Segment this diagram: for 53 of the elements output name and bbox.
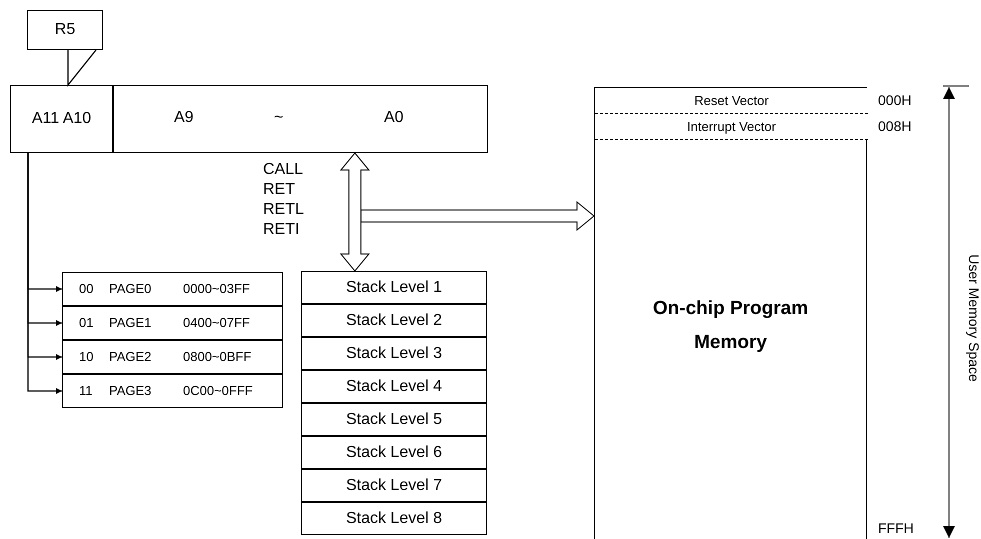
address-label: 008H [878, 118, 912, 134]
page-field-text: 10 [79, 349, 94, 365]
address-label: FFFH [878, 520, 914, 536]
page-field-text: 0C00~0FFF [183, 383, 253, 399]
stack-level-text: Stack Level 5 [344, 410, 444, 430]
register-bit-label: A11 A10 [30, 109, 92, 129]
register-cell [113, 85, 488, 153]
register-bit-label: A0 [384, 108, 404, 128]
stack-level-text: Stack Level 2 [344, 310, 444, 330]
stack-level-box [301, 304, 487, 337]
stack-level-text: Stack Level 7 [344, 476, 444, 496]
stack-level-text: Stack Level 3 [344, 344, 444, 364]
register-bit-label: A9 [174, 108, 194, 128]
stack-level-box [301, 436, 487, 469]
page-field-text: 0000~03FF [183, 281, 250, 297]
page-field-text: PAGE0 [109, 281, 152, 297]
hollow-arrow [360, 200, 595, 232]
stack-level-box [301, 403, 487, 436]
callout-box [27, 10, 103, 50]
page-field-text: 0800~0BFF [183, 349, 252, 365]
stack-level-text: Stack Level 6 [344, 442, 444, 462]
address-label: 000H [878, 92, 912, 108]
stack-level-box [301, 370, 487, 403]
stack-level-text: Stack Level 4 [344, 376, 444, 396]
vector-row [595, 88, 868, 114]
page-field-text: 0400~07FF [183, 315, 250, 331]
page-field-text: 01 [79, 315, 94, 331]
page-row [62, 272, 283, 306]
register-bit-label: ~ [274, 108, 284, 128]
page-field-text: 00 [79, 281, 94, 297]
page-field-text: PAGE2 [109, 349, 152, 365]
page-row [62, 374, 283, 408]
page-field-text: PAGE1 [109, 315, 152, 331]
register-cell [10, 85, 113, 153]
axis-label: User Memory Space [965, 253, 981, 383]
page-row [62, 306, 283, 340]
stack-level-box [301, 469, 487, 502]
stack-level-box [301, 271, 487, 304]
page-row [62, 340, 283, 374]
callout-pointer [67, 50, 96, 87]
memory-block [594, 87, 867, 539]
page-field-text: 11 [79, 383, 92, 399]
memory-title: On-chip Program Memory [652, 297, 810, 355]
register-name: R5 [54, 20, 76, 40]
stack-level-box [301, 337, 487, 370]
vector-name: Interrupt Vector [686, 118, 777, 136]
vector-row [595, 114, 868, 140]
stack-level-text: Stack Level 1 [344, 278, 444, 298]
hollow-arrow [340, 152, 370, 272]
page-field-text: PAGE3 [109, 383, 152, 399]
stack-level-text: Stack Level 8 [344, 508, 444, 528]
stack-level-box [301, 502, 487, 535]
vector-name: Reset Vector [693, 92, 770, 110]
